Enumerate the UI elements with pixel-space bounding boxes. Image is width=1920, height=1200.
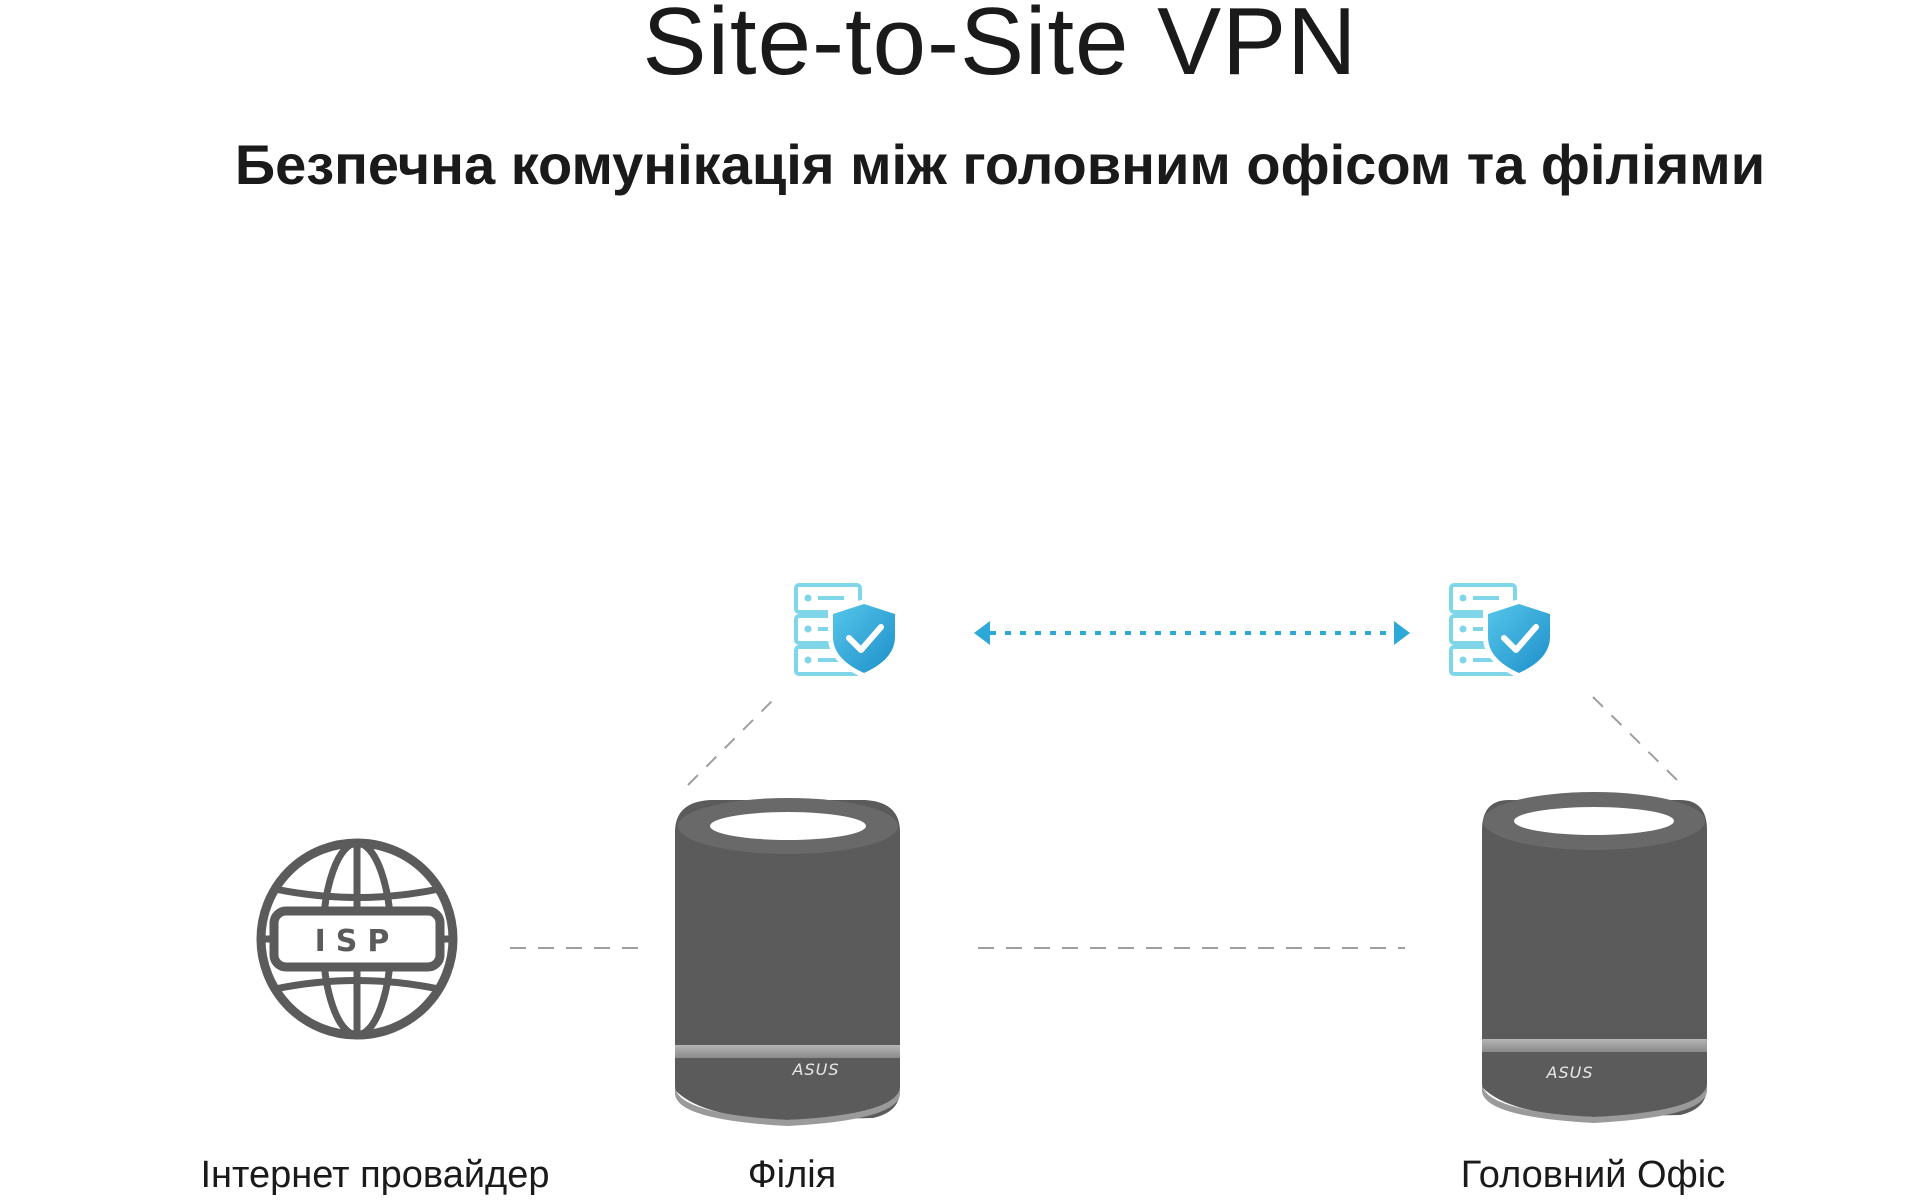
router-icon: ASUS [1482,792,1707,1123]
brand-logo: ASUS [1546,1063,1594,1082]
bidirectional-arrow-icon [974,621,1410,645]
secure-server-icon [1449,583,1555,678]
page-subtitle: Безпечна комунікація між головним офісом… [234,133,1766,196]
globe-icon: ISP [256,838,458,1040]
hq-security-link [1592,696,1684,787]
isp-badge-text: ISP [315,924,400,959]
branch-label: Філія [747,1154,837,1196]
isp-label: Інтернет провайдер [200,1154,550,1196]
router-icon: ASUS [675,798,900,1126]
secure-server-icon [794,583,900,678]
page-title: Site-to-Site VPN [642,0,1358,95]
branch-security-link [687,695,778,786]
hq-label: Головний Офіс [1460,1154,1726,1196]
brand-logo: ASUS [792,1060,840,1079]
